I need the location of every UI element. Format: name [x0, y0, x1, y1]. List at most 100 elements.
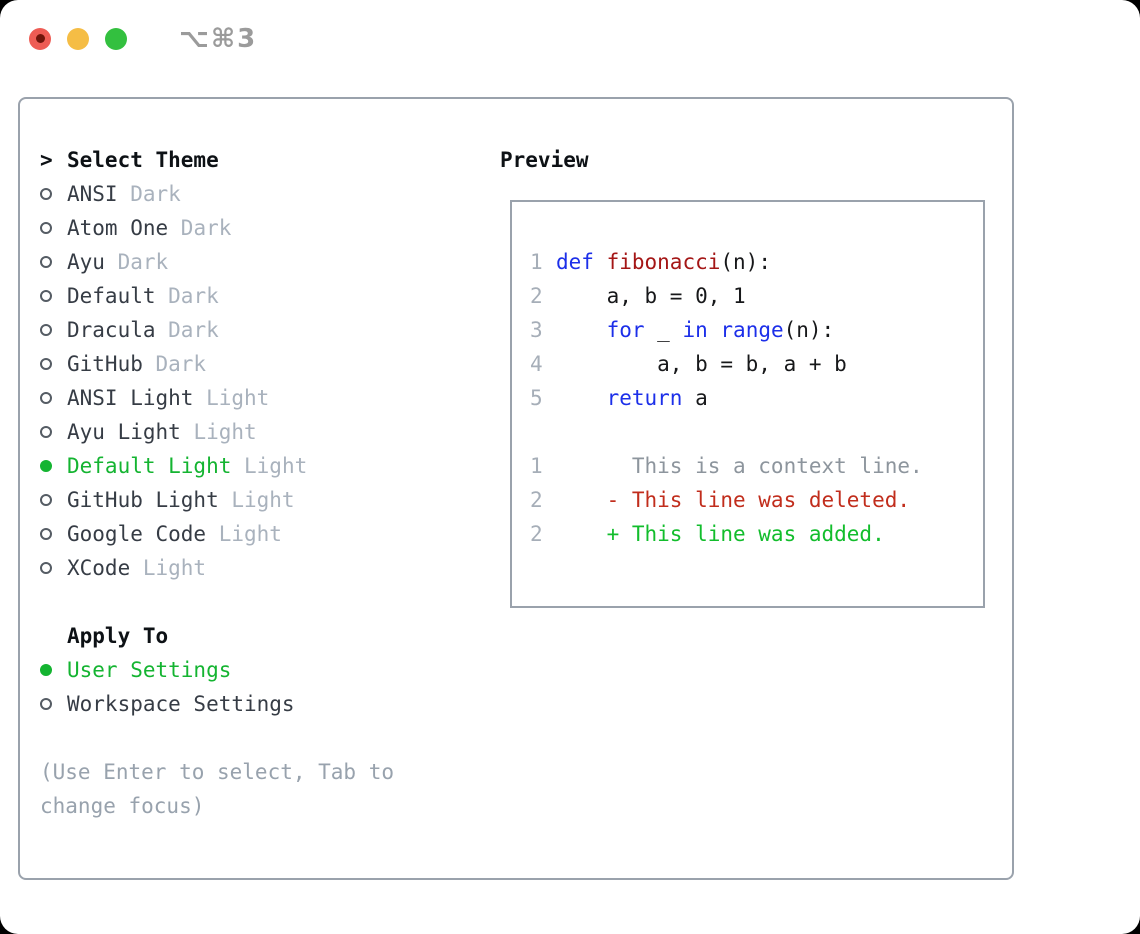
radio-gutter [40, 494, 67, 506]
radio-icon [40, 426, 52, 438]
titlebar: ⌥⌘3 [29, 24, 257, 54]
radio-icon [40, 698, 52, 710]
radio-icon [40, 562, 52, 574]
theme-variant-tag: Dark [117, 182, 181, 206]
theme-option-google-code[interactable]: Google Code Light [40, 517, 480, 551]
code-line: 1 This is a context line. [530, 449, 983, 483]
line-number: 1 [530, 250, 543, 274]
spacer [40, 721, 480, 755]
radio-selected-icon [40, 460, 52, 472]
select-theme-title: Select Theme [67, 148, 219, 172]
line-number: 2 [530, 284, 543, 308]
theme-variant-tag: Dark [155, 318, 219, 342]
apply-option-label: User Settings [67, 658, 232, 682]
line-number: 1 [530, 454, 543, 478]
theme-option-label: Default Light [67, 454, 232, 478]
code-line [530, 415, 983, 449]
code-line: 2 a, b = 0, 1 [530, 279, 983, 313]
theme-option-default-light[interactable]: Default Light Light [40, 449, 480, 483]
spacer [40, 585, 480, 619]
keyboard-hint: (Use Enter to select, Tab to change focu… [40, 760, 395, 818]
apply-option-user-settings[interactable]: User Settings [40, 653, 480, 687]
radio-gutter [40, 358, 67, 370]
theme-option-github[interactable]: GitHub Dark [40, 347, 480, 381]
theme-option-label: ANSI [67, 182, 118, 206]
theme-option-label: GitHub [67, 352, 143, 376]
radio-selected-icon [40, 664, 52, 676]
prompt-caret-icon: > [40, 148, 53, 172]
code-line: 1 def fibonacci(n): [530, 245, 983, 279]
line-number: 4 [530, 352, 543, 376]
radio-gutter [40, 324, 67, 336]
select-theme-header: > Select Theme [40, 143, 480, 177]
theme-option-label: GitHub Light [67, 488, 219, 512]
apply-option-workspace-settings[interactable]: Workspace Settings [40, 687, 480, 721]
theme-variant-tag: Light [193, 386, 270, 410]
theme-option-label: ANSI Light [67, 386, 194, 410]
theme-option-label: Default [67, 284, 156, 308]
code-line: 5 return a [530, 381, 983, 415]
line-number [530, 415, 556, 449]
apply-option-label: Workspace Settings [67, 692, 295, 716]
theme-option-github-light[interactable]: GitHub Light Light [40, 483, 480, 517]
radio-gutter [40, 562, 67, 574]
theme-variant-tag: Light [231, 454, 308, 478]
radio-icon [40, 290, 52, 302]
radio-icon [40, 324, 52, 336]
theme-variant-tag: Light [130, 556, 207, 580]
theme-option-ayu-light[interactable]: Ayu Light Light [40, 415, 480, 449]
radio-gutter [40, 256, 67, 268]
theme-variant-tag: Light [206, 522, 282, 546]
radio-gutter [40, 290, 67, 302]
close-dot-icon [35, 34, 45, 43]
zoom-button[interactable] [105, 27, 127, 50]
radio-icon [40, 392, 52, 404]
theme-option-ansi[interactable]: ANSI Dark [40, 177, 480, 211]
code-line: 2 - This line was deleted. [530, 483, 983, 517]
theme-variant-tag: Dark [104, 250, 169, 274]
theme-variant-tag: Light [180, 420, 257, 444]
theme-option-label: Ayu Light [67, 420, 181, 444]
theme-option-ayu[interactable]: Ayu Dark [40, 245, 480, 279]
radio-gutter [40, 426, 67, 438]
theme-variant-tag: Dark [155, 284, 219, 308]
code-line: 2 + This line was added. [530, 517, 983, 551]
radio-icon [40, 222, 52, 234]
theme-option-ansi-light[interactable]: ANSI Light Light [40, 381, 480, 415]
theme-option-atom-one[interactable]: Atom One Dark [40, 211, 480, 245]
radio-gutter [40, 460, 67, 472]
preview-title: Preview [500, 148, 589, 172]
radio-gutter [40, 698, 67, 710]
radio-gutter [40, 664, 67, 676]
theme-option-label: Dracula [67, 318, 156, 342]
apply-to-header: Apply To [40, 619, 480, 653]
theme-variant-tag: Light [218, 488, 295, 512]
theme-option-dracula[interactable]: Dracula Dark [40, 313, 480, 347]
code-line-text: for _ in range(n): [606, 318, 835, 342]
code-line-text: a, b = b, a + b [556, 352, 847, 376]
line-number: 3 [530, 318, 543, 342]
theme-option-label: XCode [67, 556, 131, 580]
minimize-button[interactable] [67, 27, 89, 50]
apply-to-title: Apply To [67, 624, 169, 648]
code-line-text: return a [606, 386, 708, 410]
radio-icon [40, 188, 52, 200]
theme-option-default[interactable]: Default Dark [40, 279, 480, 313]
code-line-text: + This line was added. [556, 522, 885, 546]
code-line-text: def fibonacci(n): [556, 250, 771, 274]
radio-gutter [40, 528, 67, 540]
theme-option-label: Ayu [67, 250, 105, 274]
theme-option-xcode[interactable]: XCode Light [40, 551, 480, 585]
radio-icon [40, 358, 52, 370]
radio-icon [40, 256, 52, 268]
close-button[interactable] [29, 27, 51, 50]
code-line-text: - This line was deleted. [556, 488, 911, 512]
theme-variant-tag: Dark [142, 352, 207, 376]
line-number: 5 [530, 386, 543, 410]
code-line: 3 for _ in range(n): [530, 313, 983, 347]
window-title: ⌥⌘3 [179, 23, 258, 54]
